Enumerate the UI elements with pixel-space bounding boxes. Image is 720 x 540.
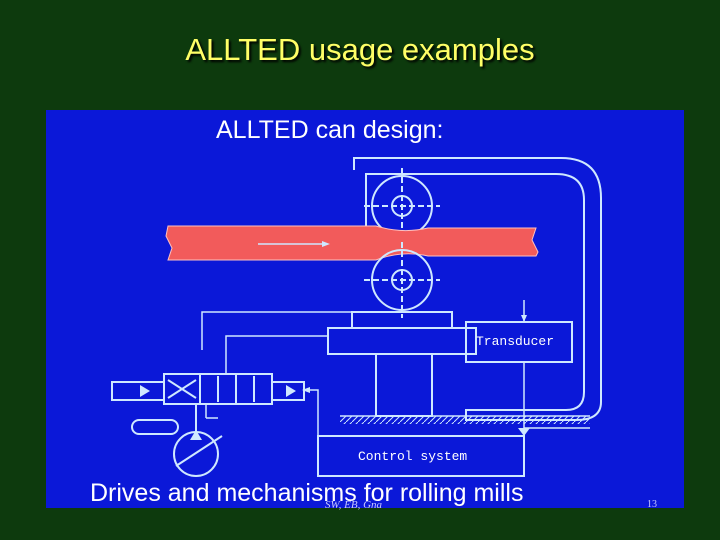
signal-lines (201, 311, 590, 450)
diagram-caption: Drives and mechanisms for rolling mills (90, 479, 523, 507)
foundation-hatch (340, 416, 590, 424)
directional-valve (111, 373, 305, 405)
hydraulic-cylinder (327, 311, 477, 417)
slide-footer: SW, EB, Gna (325, 499, 383, 511)
transducer-label: Transducer (476, 334, 554, 349)
control-system-box (317, 435, 525, 477)
slide-title: ALLTED usage examples (185, 32, 535, 67)
page-number: 13 (647, 499, 657, 510)
rolling-mill-diagram: ALLTED can design: (90, 116, 602, 507)
lower-roll (364, 242, 440, 318)
transducer-box (465, 321, 573, 363)
rolled-strip (165, 225, 539, 261)
diagram-panel: ALLTED can design: (46, 110, 684, 508)
control-system-label: Control system (358, 449, 467, 464)
mill-frame (353, 157, 602, 421)
pressure-accumulator (131, 419, 179, 435)
diagram-heading: ALLTED can design: (216, 116, 443, 144)
